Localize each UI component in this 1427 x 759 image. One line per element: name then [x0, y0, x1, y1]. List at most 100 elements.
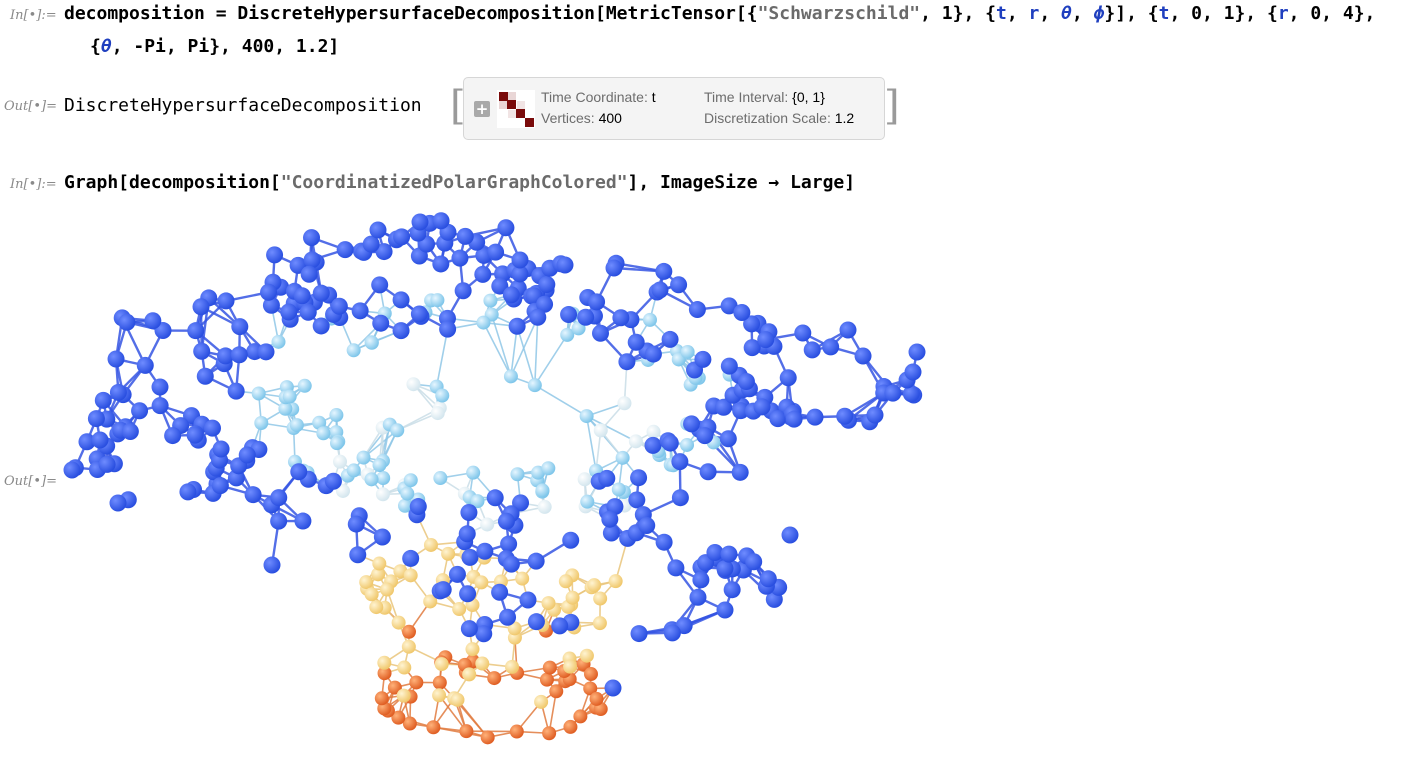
graph-vertex: [839, 321, 857, 339]
graph-vertex: [439, 320, 457, 338]
graph-vertex: [254, 415, 269, 430]
graph-vertex: [432, 212, 450, 230]
summary-close-bracket: ]: [884, 83, 900, 129]
graph-vertex: [387, 680, 402, 695]
graph-vertex: [803, 341, 821, 359]
graph-vertex: [462, 667, 477, 682]
graph-vertex: [591, 324, 609, 342]
graph-vertex: [109, 383, 127, 401]
graph-vertex: [683, 415, 701, 433]
graph-vertex: [779, 369, 797, 387]
graph-vertex: [336, 241, 354, 259]
graph-vertex: [303, 251, 321, 269]
graph-vertex: [409, 498, 427, 516]
graph-vertex: [63, 461, 81, 479]
graph-vertex: [542, 726, 557, 741]
input-code-2[interactable]: Graph[decomposition["CoordinatizedPolarG…: [64, 172, 856, 193]
graph-vertex: [282, 389, 297, 404]
input-code-1-line2[interactable]: {θ, -Pi, Pi}, 400, 1.2]: [90, 36, 340, 57]
graph-vertex: [271, 334, 286, 349]
graph-vertex: [179, 483, 197, 501]
graph-edge: [490, 314, 512, 377]
graph-vertex: [371, 567, 386, 582]
graph-vertex: [628, 491, 646, 509]
graph-vertex: [203, 419, 221, 437]
graph-vertex: [527, 552, 545, 570]
graph-vertex: [109, 494, 127, 512]
graph-vertex: [346, 463, 361, 478]
graph-vertex: [403, 568, 418, 583]
graph-vertex: [618, 353, 636, 371]
graph-vertex: [592, 616, 607, 631]
graph-vertex: [450, 692, 465, 707]
graph-vertex: [535, 483, 550, 498]
graph-vertex: [902, 385, 920, 403]
expand-button[interactable]: +: [474, 100, 490, 118]
graph-vertex: [884, 384, 902, 402]
summary-box[interactable]: + Time Coordinate: t Vertices: 400 Time …: [463, 77, 885, 140]
graph-vertex: [500, 535, 518, 553]
graph-vertex: [364, 472, 379, 487]
graph-vertex: [563, 659, 578, 674]
graph-vertex: [459, 585, 477, 603]
graph-vertex: [465, 642, 480, 657]
graph-vertex: [432, 688, 447, 703]
graph-vertex: [475, 656, 490, 671]
graph-vertex: [497, 219, 515, 237]
graph-vertex: [452, 602, 467, 617]
graph-vertex: [743, 315, 761, 333]
graph-vertex: [402, 549, 420, 567]
graph-vertex: [583, 667, 598, 682]
graph-vertex: [661, 434, 679, 452]
graph-vertex: [238, 446, 256, 464]
graph-edge: [534, 317, 539, 386]
graph-vertex: [459, 724, 474, 739]
graph-vertex: [663, 624, 681, 642]
graph-vertex: [671, 489, 689, 507]
graph-vertex: [377, 666, 392, 681]
graph-vertex: [483, 293, 498, 308]
graph-vertex: [866, 406, 884, 424]
summary-open-bracket: [: [450, 83, 466, 129]
graph-vertex: [193, 342, 211, 360]
graph-edge: [482, 322, 512, 377]
graph-vertex: [661, 330, 679, 348]
graph-vertex: [396, 688, 411, 703]
graph-vertex: [251, 386, 266, 401]
graph-vertex: [696, 427, 714, 445]
graph-vertex: [376, 471, 391, 486]
graph-vertex: [667, 559, 685, 577]
graph-vertex: [615, 450, 630, 465]
graph-vertex: [364, 587, 379, 602]
input-code-1-line1[interactable]: decomposition = DiscreteHypersurfaceDeco…: [64, 3, 1376, 24]
graph-vertex: [434, 657, 449, 672]
graph-vertex: [670, 276, 688, 294]
graph-vertex: [400, 486, 415, 501]
graph-vertex: [487, 671, 502, 686]
graph-vertex: [430, 406, 445, 421]
graph-vertex: [391, 710, 406, 725]
graph-vertex: [432, 255, 450, 273]
graph-edge: [516, 326, 536, 386]
graph-vertex: [231, 318, 249, 336]
graph-vertex: [402, 716, 417, 731]
graph-vertex: [289, 418, 304, 433]
graph-vertex: [757, 331, 775, 349]
graph-vertex: [541, 596, 556, 611]
graph-vertex: [720, 545, 738, 563]
graph-vertex: [297, 378, 312, 393]
graph-vertex: [630, 625, 648, 643]
graph-vertex: [720, 357, 738, 375]
summary-discretization-scale: Discretization Scale: 1.2: [704, 110, 855, 126]
graph-vertex: [638, 516, 656, 534]
graph-vertex: [151, 397, 169, 415]
graph-vertex: [541, 461, 556, 476]
graph-edge: [534, 334, 568, 386]
graph-vertex: [536, 295, 554, 313]
graph-vertex: [187, 322, 205, 340]
graph-vertex: [605, 259, 623, 277]
graph-vertex: [480, 517, 495, 532]
graph-vertex: [230, 346, 248, 364]
graph-vertex: [448, 565, 466, 583]
